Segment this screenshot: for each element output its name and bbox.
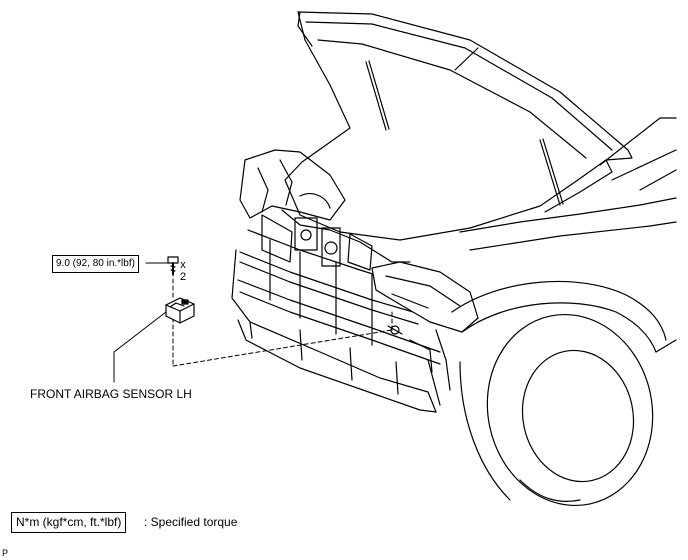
fender-and-wheel [451,280,677,507]
engine-compartment [239,149,411,271]
quantity-count: 2 [179,271,187,283]
legend-unit-box: N*m (kgf*cm, ft.*lbf) [11,512,127,533]
legend-description: : Specified torque [144,515,238,529]
part-label-leader [113,311,167,383]
cabin [454,47,677,251]
radiator-support [237,229,441,365]
installation-guide-lines [172,271,393,367]
front-bumper [231,249,451,413]
headlamp [371,261,479,333]
torque-spec-box: 9.0 (92, 80 in.*lbf) [52,255,139,273]
airbag-sensor-icon [165,297,195,324]
bolt-quantity: x 2 [178,259,188,283]
bolt-icon [167,256,179,275]
part-label: FRONT AIRBAG SENSOR LH [30,387,192,401]
hood [284,11,633,241]
quantity-multiplier: x [180,259,186,271]
figure-code: P [2,548,9,558]
